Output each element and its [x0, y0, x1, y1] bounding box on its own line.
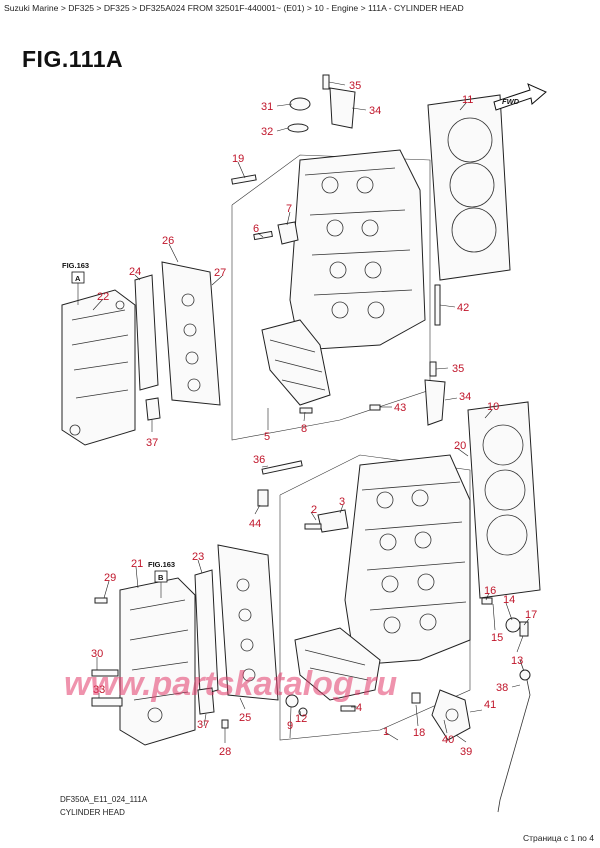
callout-12: 12 [295, 713, 307, 725]
callout-28: 28 [219, 746, 231, 758]
footer-diagram-code: DF350A_E11_024_111A [60, 795, 148, 804]
callout-41: 41 [484, 699, 496, 711]
callout-34-upper: 34 [369, 105, 381, 117]
callout-42: 42 [457, 302, 469, 314]
fig-163-reference-b[interactable]: FIG.163 B [148, 560, 175, 598]
callout-11: 11 [462, 94, 473, 106]
cover-gasket-lower [194, 544, 279, 715]
callout-30: 30 [91, 648, 103, 660]
callout-21: 21 [131, 558, 143, 570]
callout-26: 26 [162, 235, 174, 247]
footer-diagram-name: CYLINDER HEAD [60, 808, 125, 817]
callout-39: 39 [460, 746, 472, 758]
callout-20: 20 [454, 440, 466, 452]
callout-5: 5 [264, 431, 270, 443]
callout-2: 2 [311, 504, 317, 516]
callout-15: 15 [491, 632, 503, 644]
callout-17: 17 [525, 609, 537, 621]
callout-36: 36 [253, 454, 265, 466]
callout-44: 44 [249, 518, 261, 530]
cylinder-head-upper [261, 149, 426, 406]
fwd-label: FWD [502, 97, 520, 106]
callout-9: 9 [287, 720, 293, 732]
callout-16: 16 [484, 585, 496, 597]
reference-b-tag: B [158, 573, 164, 582]
callout-43: 43 [394, 402, 406, 414]
leader-lines [92, 81, 530, 743]
callout-27: 27 [214, 267, 226, 279]
callout-35-upper: 35 [349, 80, 361, 92]
reference-b-label: FIG.163 [148, 560, 175, 569]
callout-25: 25 [239, 712, 251, 724]
head-cover-upper [61, 289, 136, 446]
callout-23: 23 [192, 551, 204, 563]
callout-33: 33 [93, 684, 105, 696]
breadcrumb: Suzuki Marine > DF325 > DF325 > DF325A02… [4, 3, 464, 13]
callout-40: 40 [442, 734, 454, 746]
lower-assembly-frame [279, 454, 471, 741]
fwd-arrow: FWD [493, 83, 547, 111]
oil-cap-assembly [287, 74, 356, 133]
callout-numbers: 1 2 3 4 5 6 7 8 9 10 11 12 13 14 15 16 1… [91, 80, 537, 758]
callout-13: 13 [511, 655, 523, 667]
small-parts-lower [91, 460, 531, 813]
callout-10: 10 [487, 401, 499, 413]
callout-34-lower: 34 [459, 391, 471, 403]
callout-29: 29 [104, 572, 116, 584]
callout-37-upper: 37 [146, 437, 158, 449]
callout-14: 14 [503, 594, 515, 606]
callout-18: 18 [413, 727, 425, 739]
callout-19: 19 [232, 153, 244, 165]
callout-32: 32 [261, 126, 273, 138]
callout-38: 38 [496, 682, 508, 694]
head-gasket-upper [427, 94, 511, 281]
callout-24: 24 [129, 266, 141, 278]
callout-3: 3 [339, 496, 345, 508]
callout-22: 22 [97, 291, 109, 303]
callout-31: 31 [261, 101, 273, 113]
page-indicator: Страница с 1 по 4 [522, 833, 594, 843]
callout-7: 7 [286, 203, 292, 215]
reference-a-label: FIG.163 [62, 261, 89, 270]
fig-163-reference-a[interactable]: FIG.163 A [62, 261, 89, 305]
callout-6: 6 [253, 223, 259, 235]
callout-4: 4 [356, 702, 362, 714]
callout-35-lower: 35 [452, 363, 464, 375]
callout-1: 1 [383, 726, 389, 738]
cylinder-head-lower [294, 454, 471, 701]
figure-title: FIG.111A [22, 46, 124, 72]
watermark: www.partskatalog.ru [64, 665, 397, 703]
reference-a-tag: A [75, 274, 81, 283]
callout-37-lower: 37 [197, 719, 209, 731]
head-cover-lower [119, 577, 196, 746]
callout-8: 8 [301, 423, 307, 435]
head-gasket-lower [467, 401, 541, 599]
cover-gasket-upper [134, 261, 221, 421]
